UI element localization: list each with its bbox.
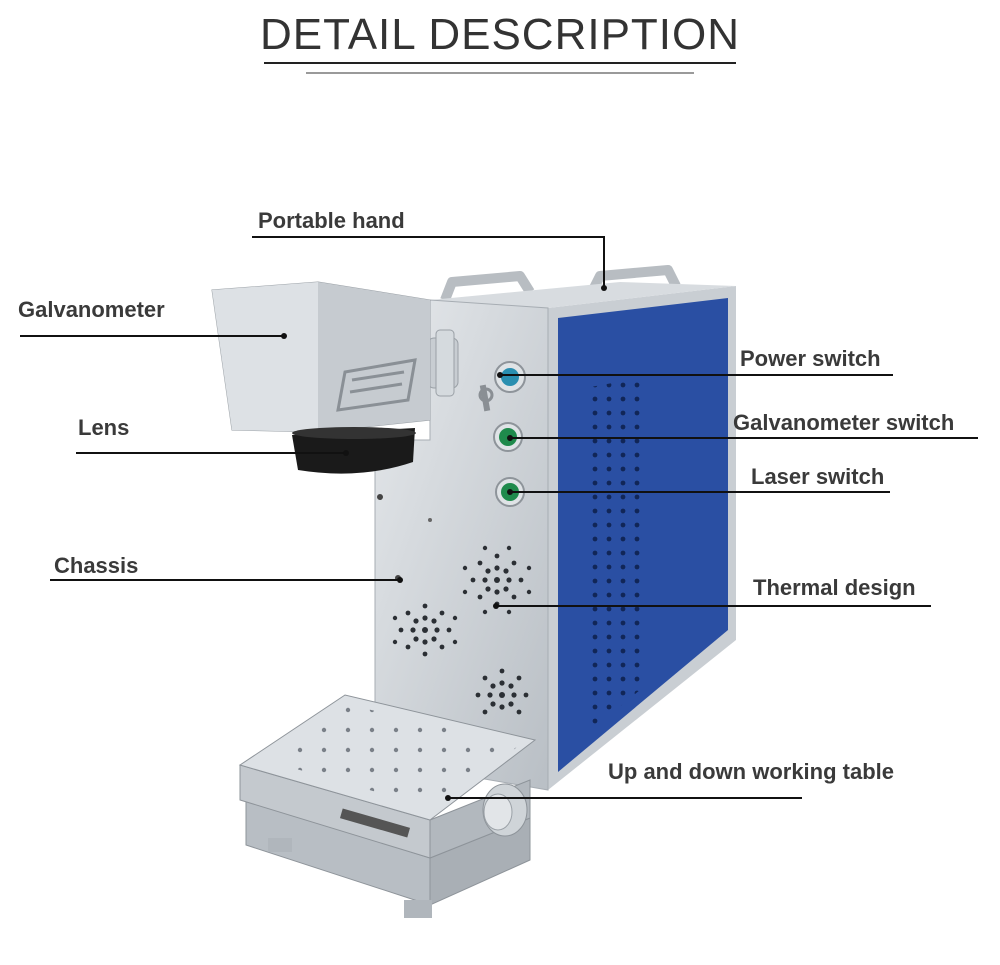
label-galvanometer: Galvanometer	[18, 297, 165, 322]
leader-endpoints	[281, 285, 607, 801]
thermal-vents	[392, 545, 532, 715]
label-thermal-design: Thermal design	[753, 575, 916, 600]
chassis-top	[430, 282, 736, 308]
label-lens: Lens	[78, 415, 130, 440]
working-table	[238, 694, 537, 918]
leader-portable-hand	[252, 236, 605, 288]
power-switch-key	[478, 361, 526, 412]
portable-handle	[440, 265, 681, 302]
galvanometer-logo-icon	[336, 358, 417, 412]
table-adjust-knob	[482, 783, 528, 837]
leader-lines	[20, 236, 978, 799]
label-power-switch: Power switch	[740, 346, 881, 371]
label-laser-switch: Laser switch	[751, 464, 885, 489]
chassis-side-panel	[548, 286, 736, 790]
galvanometer-head	[211, 281, 431, 433]
title-underline-secondary	[306, 72, 694, 74]
label-chassis: Chassis	[54, 553, 139, 578]
title-underline	[264, 62, 736, 64]
lens	[292, 427, 416, 474]
page-title: DETAIL DESCRIPTION	[259, 10, 741, 59]
label-galvanometer-switch: Galvanometer switch	[733, 410, 955, 435]
label-working-table: Up and down working table	[608, 759, 894, 784]
galvanometer-arm	[427, 329, 459, 397]
label-portable-hand: Portable hand	[258, 208, 405, 233]
